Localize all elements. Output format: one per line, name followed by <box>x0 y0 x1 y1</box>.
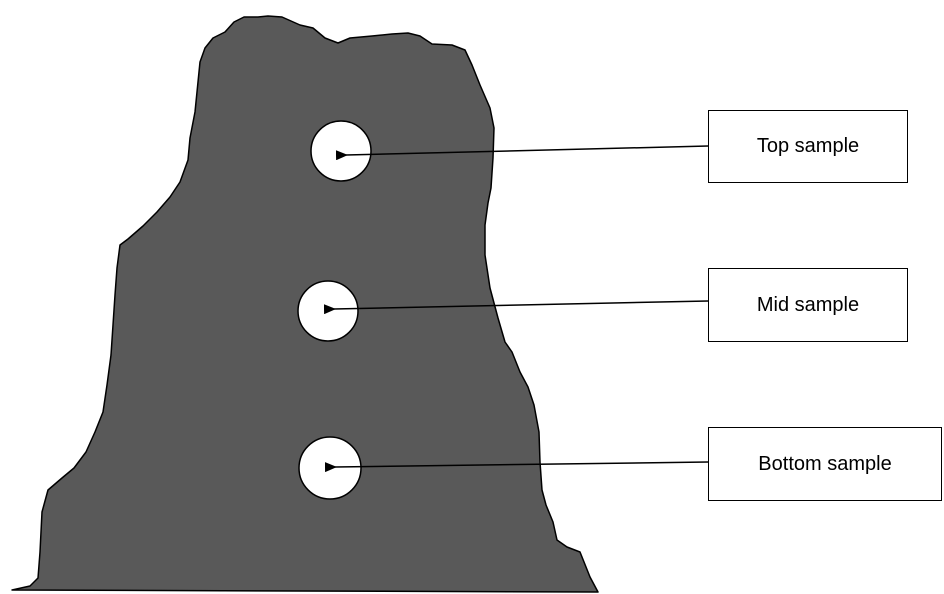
top-sample-core <box>310 120 372 182</box>
mid-sample-arrow <box>323 300 709 315</box>
mid-sample-label-box: Mid sample <box>708 268 908 342</box>
bottom-sample-arrow <box>324 461 709 473</box>
top-sample-label: Top sample <box>756 135 860 157</box>
bottom-sample-label: Bottom sample <box>758 452 892 475</box>
bottom-sample-core <box>298 436 362 500</box>
top-sample-label-box: Top sample <box>708 110 908 183</box>
mid-sample-core <box>297 280 359 342</box>
mid-sample-label: Mid sample <box>756 293 860 316</box>
bottom-sample-label-box: Bottom sample <box>708 427 942 501</box>
top-sample-arrow <box>335 145 709 161</box>
